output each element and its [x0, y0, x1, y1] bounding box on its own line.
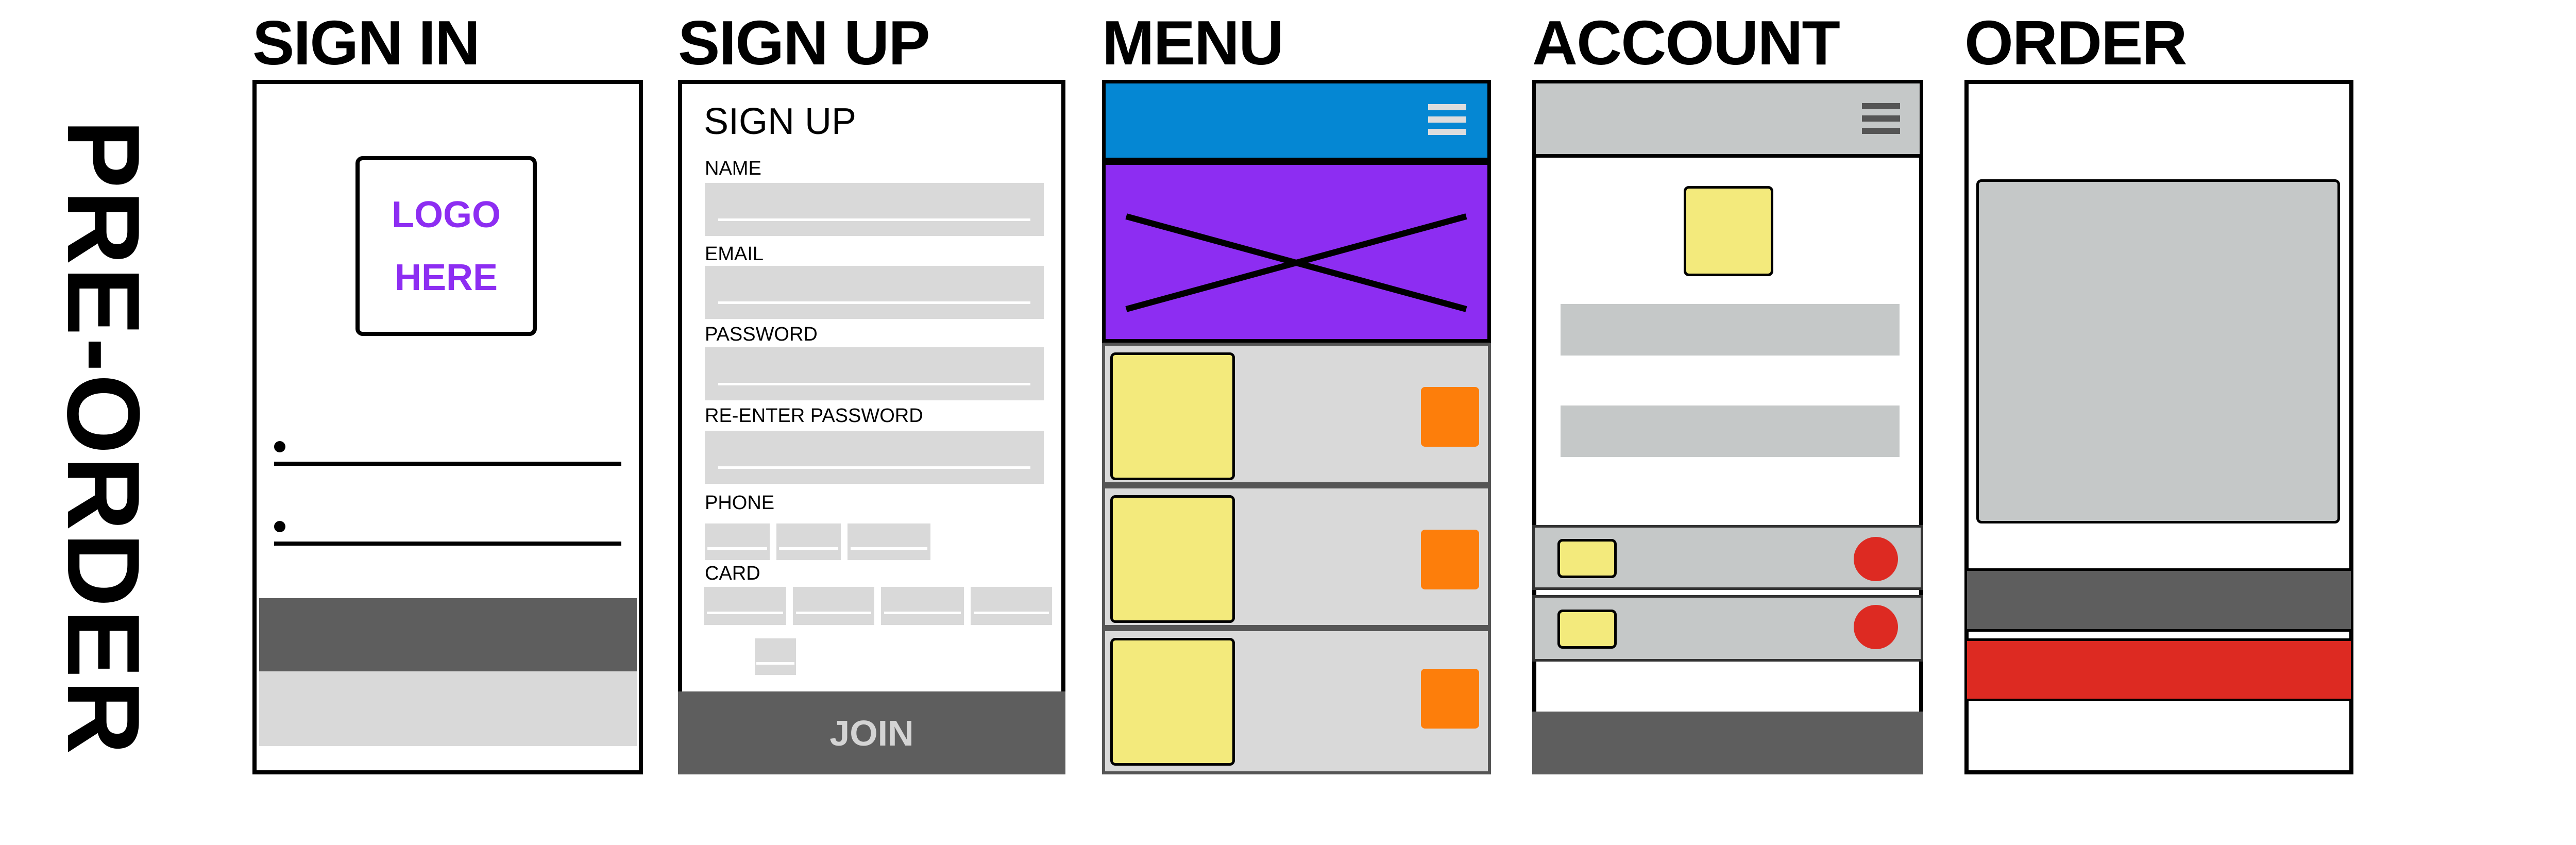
- sign-up-form-title: SIGN UP: [704, 101, 857, 142]
- sign-in-button[interactable]: [259, 598, 637, 671]
- sign-up-heading: SIGN UP: [678, 8, 930, 78]
- email-label: EMAIL: [705, 243, 764, 265]
- card-input-1[interactable]: [704, 587, 786, 625]
- account-info-field: [1561, 304, 1900, 356]
- password-input[interactable]: [274, 542, 621, 546]
- account-info-field: [1561, 405, 1900, 457]
- card-label: CARD: [705, 563, 760, 584]
- card-cvv-input[interactable]: [755, 638, 796, 675]
- order-image-placeholder: [1976, 179, 2340, 523]
- saved-item-thumbnail: [1557, 539, 1617, 578]
- remove-item-button[interactable]: [1854, 605, 1898, 649]
- name-label: NAME: [705, 158, 761, 179]
- place-order-button[interactable]: [1964, 638, 2353, 701]
- menu-header: [1102, 80, 1491, 161]
- reenter-password-input[interactable]: [705, 431, 1044, 484]
- name-input[interactable]: [705, 183, 1044, 236]
- reenter-password-label: RE-ENTER PASSWORD: [705, 405, 923, 427]
- menu-item-image: [1110, 638, 1235, 766]
- phone-label: PHONE: [705, 492, 775, 514]
- remove-item-button[interactable]: [1854, 537, 1898, 581]
- image-placeholder-cross-icon: [1125, 213, 1467, 312]
- join-button[interactable]: JOIN: [678, 691, 1065, 774]
- add-to-cart-button[interactable]: [1421, 387, 1479, 447]
- menu-heading: MENU: [1102, 8, 1284, 78]
- card-input-3[interactable]: [881, 587, 964, 625]
- order-summary-bar[interactable]: [1964, 568, 2353, 632]
- password-label: PASSWORD: [705, 324, 818, 345]
- add-to-cart-button[interactable]: [1421, 669, 1479, 729]
- phone-input-1[interactable]: [705, 523, 770, 560]
- logo-text-2: HERE: [394, 257, 498, 298]
- account-heading: ACCOUNT: [1532, 8, 1840, 78]
- username-input[interactable]: [274, 462, 621, 466]
- password-bullet: [274, 521, 285, 532]
- phone-input-2[interactable]: [776, 523, 841, 560]
- join-label: JOIN: [829, 713, 914, 753]
- card-input-4[interactable]: [971, 587, 1052, 625]
- sign-in-heading: SIGN IN: [252, 8, 480, 78]
- menu-item-image: [1110, 352, 1235, 480]
- saved-item-thumbnail: [1557, 610, 1617, 649]
- avatar: [1684, 186, 1773, 276]
- side-title: PRE-ORDER: [46, 119, 161, 757]
- logo-text-1: LOGO: [392, 194, 501, 235]
- secondary-button[interactable]: [259, 671, 637, 746]
- account-header: [1532, 80, 1923, 158]
- username-bullet: [274, 441, 285, 452]
- phone-input-3[interactable]: [848, 523, 930, 560]
- order-heading: ORDER: [1964, 8, 2188, 78]
- password-input-signup[interactable]: [705, 347, 1044, 400]
- email-input[interactable]: [705, 266, 1044, 319]
- menu-item-image: [1110, 495, 1235, 623]
- account-footer-button[interactable]: [1532, 712, 1923, 774]
- hamburger-icon[interactable]: [1428, 104, 1466, 135]
- add-to-cart-button[interactable]: [1421, 530, 1479, 589]
- logo-placeholder: LOGO HERE: [355, 156, 537, 336]
- banner-image-placeholder: [1102, 161, 1491, 343]
- hamburger-icon[interactable]: [1862, 103, 1900, 134]
- card-input-2[interactable]: [793, 587, 874, 625]
